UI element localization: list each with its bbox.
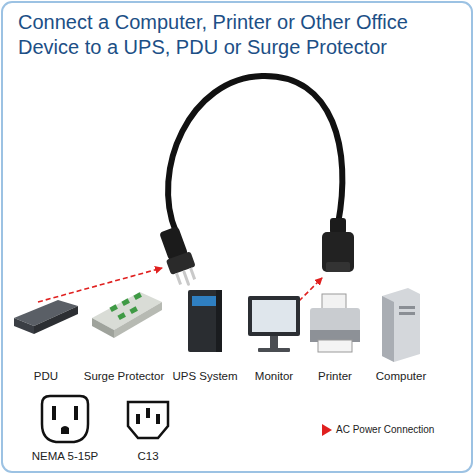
pdu-icon <box>14 300 78 334</box>
legend-symbol <box>322 424 332 436</box>
nema-plug <box>156 225 201 290</box>
computer-icon <box>382 288 420 362</box>
device-label: NEMA 5-15P <box>32 450 98 462</box>
monitor-icon <box>248 296 300 352</box>
printer-icon <box>310 294 360 352</box>
device-label: PDU <box>34 370 58 382</box>
device-label: Computer <box>376 370 427 382</box>
c13-connector <box>322 218 354 272</box>
surge-protector-icon <box>92 292 162 338</box>
device-label: UPS System <box>172 370 237 382</box>
device-label: Printer <box>318 370 352 382</box>
ups-icon <box>188 290 222 352</box>
c13-symbol <box>128 402 168 438</box>
device-label: C13 <box>137 450 158 462</box>
power-cord <box>168 76 342 232</box>
nema-5-15p-symbol <box>42 396 88 442</box>
title: Connect a Computer, Printer or Other Off… <box>18 10 458 60</box>
legend-text: AC Power Connection <box>336 424 434 435</box>
device-label: Surge Protector <box>84 370 165 382</box>
device-label: Monitor <box>255 370 293 382</box>
